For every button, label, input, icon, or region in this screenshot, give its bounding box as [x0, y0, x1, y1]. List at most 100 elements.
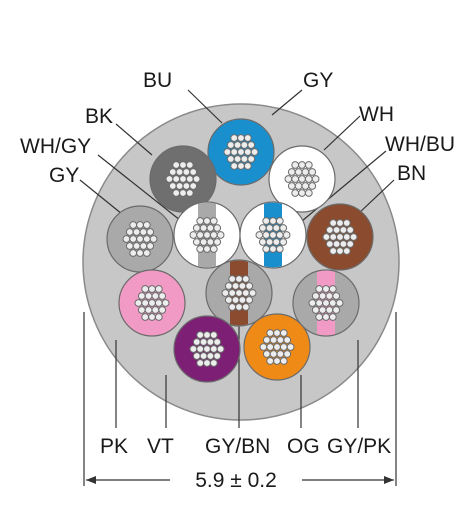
strand: [318, 292, 327, 300]
strand: [122, 235, 131, 243]
strand: [329, 219, 338, 227]
strand: [315, 285, 324, 293]
strand: [192, 352, 201, 360]
label-wh-bu: WH/BU: [385, 133, 455, 156]
strand: [139, 228, 148, 236]
strand: [259, 343, 268, 351]
strand: [228, 303, 237, 311]
strand: [328, 285, 337, 293]
strand: [283, 350, 292, 358]
core-wh-strands: [284, 161, 320, 197]
strand: [240, 155, 249, 163]
strand: [192, 338, 201, 346]
strand: [255, 231, 264, 239]
strand: [273, 343, 281, 351]
strand: [146, 228, 155, 236]
core-bn: [306, 203, 374, 271]
strand: [228, 275, 237, 283]
strand: [172, 161, 181, 169]
strand: [262, 231, 271, 239]
strand: [144, 306, 153, 314]
strand: [213, 224, 222, 232]
strand: [132, 228, 141, 236]
strand: [247, 141, 256, 149]
strand: [196, 331, 205, 339]
leader-wh: [323, 115, 361, 151]
strand: [301, 182, 310, 190]
strand: [141, 313, 150, 321]
core-gy: [106, 205, 174, 273]
strand: [322, 233, 331, 241]
strand: [275, 245, 284, 253]
core-vt-strands: [189, 331, 225, 367]
leader-gy-top: [271, 89, 303, 116]
strand: [269, 350, 278, 358]
label-og: OG: [287, 435, 320, 458]
strand: [238, 296, 247, 304]
strand: [134, 299, 143, 307]
dimension-label: 5.9 ± 0.2: [195, 469, 277, 492]
strand: [189, 168, 198, 176]
strand: [266, 357, 275, 365]
strand: [301, 168, 310, 176]
strand: [182, 182, 191, 190]
strand: [276, 350, 285, 358]
strand: [266, 329, 275, 337]
strand: [209, 359, 218, 367]
strand: [294, 182, 303, 190]
strand: [203, 331, 211, 339]
strand: [196, 345, 205, 353]
strand: [231, 282, 240, 290]
strand: [168, 182, 177, 190]
core-wh-gy-strands: [189, 217, 225, 253]
strand: [213, 352, 222, 360]
leader-bk: [115, 123, 153, 156]
strand: [308, 299, 317, 307]
core-vt: [173, 315, 241, 383]
strand: [318, 306, 327, 314]
strand: [129, 235, 138, 243]
strand: [224, 282, 233, 290]
strand: [142, 235, 151, 243]
strand: [216, 345, 225, 353]
dimension-arrow-right: [384, 476, 394, 484]
strand: [144, 292, 153, 300]
strand: [199, 224, 208, 232]
strand: [247, 155, 256, 163]
strand: [294, 168, 303, 176]
strand: [175, 182, 184, 190]
strand: [142, 221, 151, 229]
leader-wh-bu: [295, 150, 387, 227]
strand: [235, 275, 243, 283]
strand: [146, 242, 155, 250]
strand: [161, 299, 170, 307]
wire-cores: [106, 118, 374, 383]
strand: [245, 296, 254, 304]
strand: [279, 329, 288, 337]
strand: [266, 343, 275, 351]
strand: [287, 168, 296, 176]
strand: [199, 352, 208, 360]
strand: [151, 292, 160, 300]
strand: [304, 175, 313, 183]
strand: [179, 175, 187, 183]
strand: [125, 228, 134, 236]
strand: [203, 345, 211, 353]
strand: [332, 240, 341, 248]
strand: [308, 182, 317, 190]
strand: [329, 233, 338, 241]
strand: [335, 299, 344, 307]
strand: [298, 175, 306, 183]
strand: [148, 313, 156, 321]
strand: [209, 345, 218, 353]
strand: [179, 189, 187, 197]
strand: [325, 292, 334, 300]
strand: [241, 275, 250, 283]
strand: [243, 162, 252, 170]
strand: [237, 148, 245, 156]
strand: [279, 357, 288, 365]
strand: [339, 240, 348, 248]
strand: [262, 350, 271, 358]
strand: [269, 217, 277, 225]
core-og-strands: [259, 329, 295, 365]
